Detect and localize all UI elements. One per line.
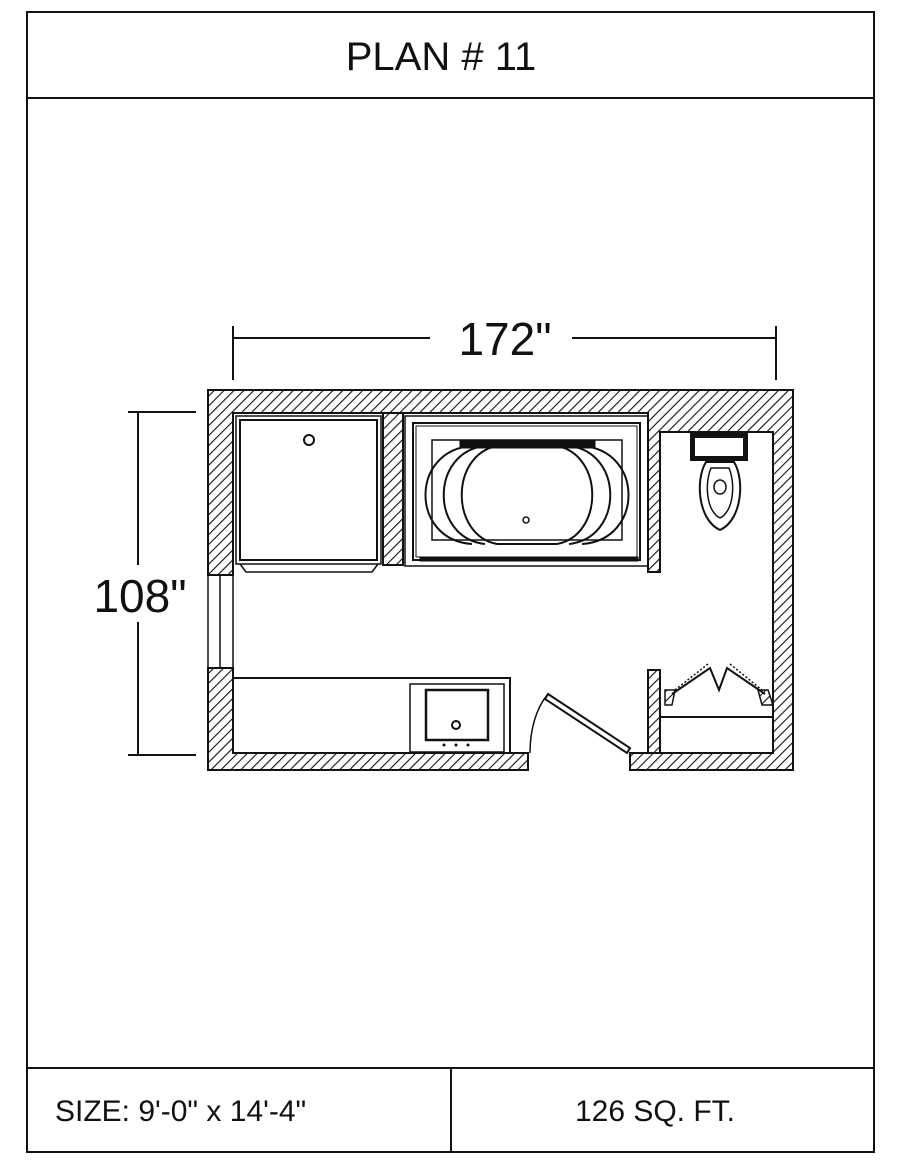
- entry-door: [529, 692, 632, 755]
- shower-drain-icon: [303, 434, 315, 446]
- height-dimension-label: 108": [93, 570, 186, 622]
- tub-drain-icon: [522, 516, 530, 524]
- height-dimension: [128, 411, 196, 756]
- width-dimension-label: 172": [458, 313, 551, 365]
- walls: [207, 389, 794, 771]
- width-dimension: [232, 326, 777, 380]
- window: [207, 574, 234, 669]
- shower: [235, 415, 382, 573]
- area-label: 126 SQ. FT.: [575, 1095, 735, 1128]
- size-label: SIZE: 9'-0" x 14'-4": [55, 1095, 306, 1128]
- sink-drain-icon: [451, 720, 461, 730]
- plan-title: PLAN # 11: [346, 35, 537, 79]
- closet: [660, 663, 775, 718]
- bathtub: [404, 415, 649, 567]
- toilet: [690, 433, 748, 532]
- vanity: [232, 677, 511, 754]
